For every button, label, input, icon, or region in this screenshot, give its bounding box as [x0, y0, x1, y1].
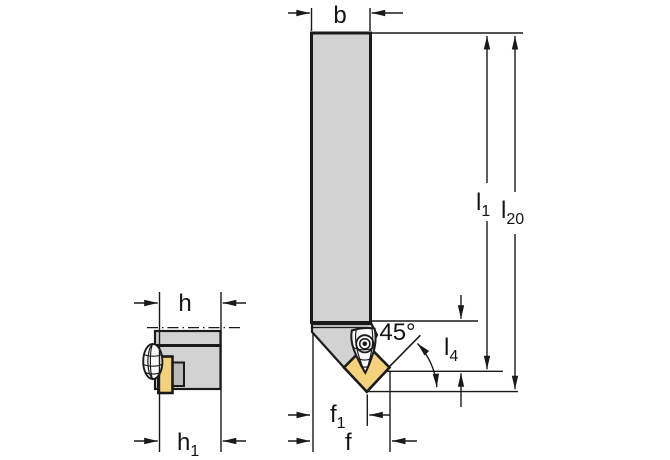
dimension-h: h [134, 290, 246, 452]
clamp-screw-center [362, 341, 368, 347]
l20-label: l20 [501, 197, 524, 228]
h1-label-sub: 1 [190, 443, 199, 460]
dimension-l20: l20 [368, 36, 524, 393]
l4-label-base: l [444, 334, 449, 361]
h1-label-base: h [177, 429, 190, 456]
clamp-cage-line [356, 357, 372, 361]
b-label: b [333, 2, 346, 29]
front-view [310, 31, 392, 394]
clamp-screw-inner [358, 337, 371, 350]
l1-label-base: l [476, 189, 481, 216]
l4-label: l4 [444, 334, 458, 365]
clamp-cage-line [359, 365, 370, 368]
clamp-front [350, 327, 377, 375]
dimension-b: b [288, 2, 403, 31]
dimension-f: f [288, 370, 417, 456]
h1-label: h1 [177, 429, 199, 460]
f1-label-sub: 1 [337, 415, 346, 432]
h-label: h [178, 290, 191, 317]
angle-label: 45° [379, 319, 415, 346]
l1-label: l1 [476, 189, 490, 220]
angle-arc [416, 343, 440, 388]
clamp-side-meridian [147, 343, 154, 380]
l4-label-sub: 4 [449, 348, 458, 365]
l1-label-sub: 1 [481, 203, 490, 220]
dimension-h1: h1 [134, 429, 246, 460]
dimension-l4: l4 [372, 295, 478, 407]
dimension-l1: l1 [385, 36, 503, 372]
l20-label-sub: 20 [506, 211, 524, 228]
side-view [142, 327, 244, 395]
angle-leader-line [388, 334, 421, 368]
clamp-side-parallel [143, 363, 162, 367]
dimension-angle-45: 45° [379, 319, 440, 388]
clamp-side-meridian [149, 343, 154, 380]
clamp-screw-outer [355, 334, 375, 354]
l20-label-base: l [501, 197, 506, 224]
shank-body [310, 31, 372, 324]
clamp-side [142, 342, 164, 381]
dimension-f1: f1 [288, 333, 390, 452]
f1-label: f1 [330, 401, 346, 432]
clamp-side-parallel [143, 353, 163, 357]
f-label: f [345, 429, 352, 456]
f1-label-base: f [330, 401, 337, 428]
